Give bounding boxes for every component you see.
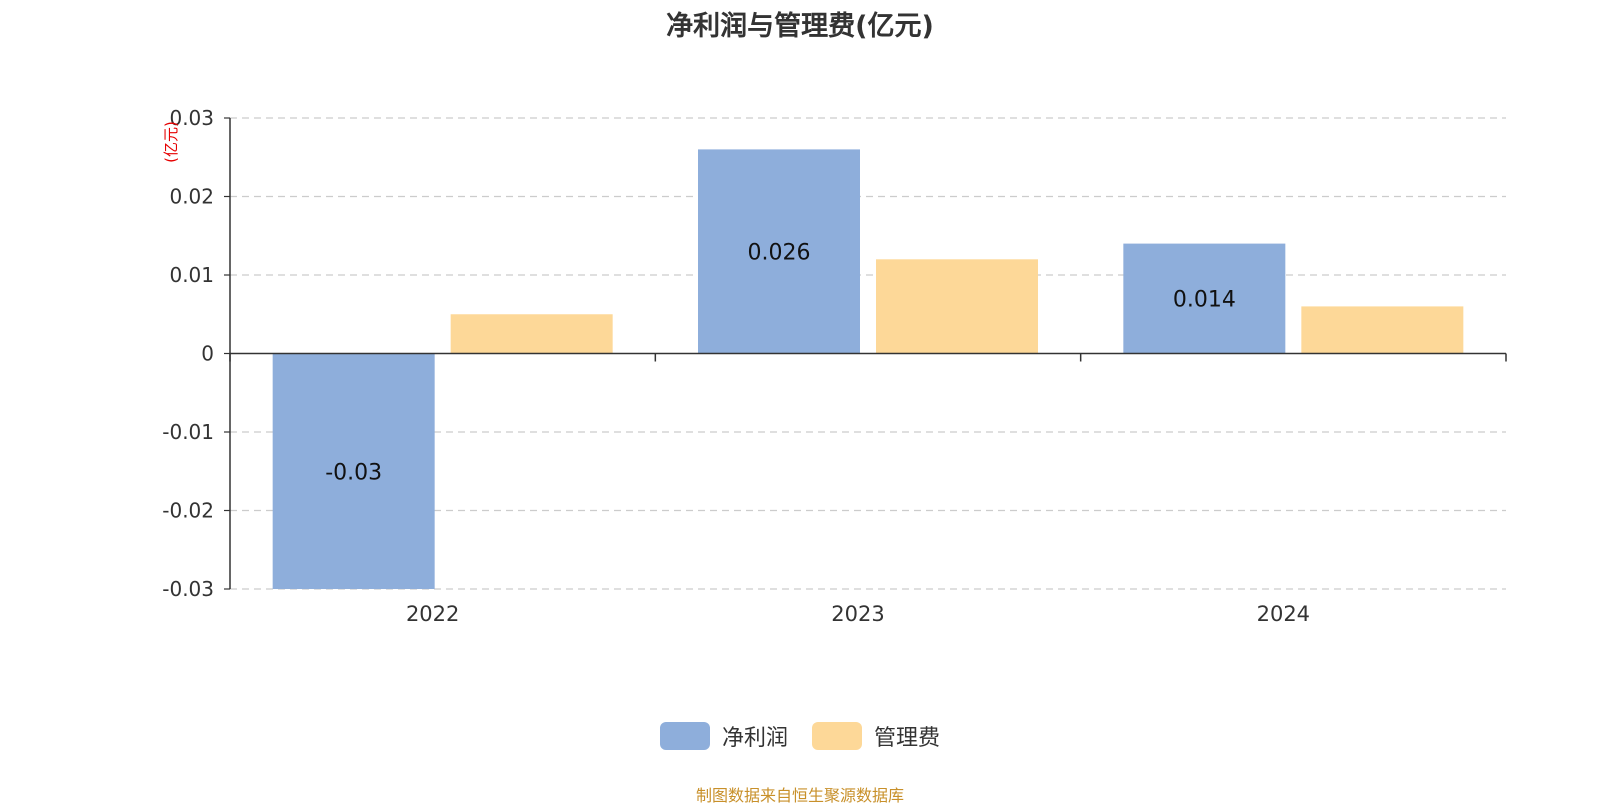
x-tick-label: 2023 — [831, 602, 884, 626]
y-tick-label: 0.03 — [169, 106, 214, 130]
data-label: 0.014 — [1173, 288, 1236, 313]
data-label: 0.026 — [748, 240, 811, 265]
y-axis-label: (亿元) — [162, 121, 180, 163]
legend: 净利润 管理费 — [0, 720, 1600, 752]
legend-swatch-admin-fee — [812, 722, 862, 750]
bar — [698, 149, 860, 354]
y-tick-label: -0.01 — [162, 420, 214, 444]
data-label: -0.03 — [325, 460, 382, 485]
legend-item-net-profit[interactable]: 净利润 — [659, 720, 788, 752]
legend-swatch-net-profit — [659, 722, 710, 750]
bar — [1301, 306, 1464, 354]
x-tick-label: 2022 — [406, 602, 459, 626]
legend-label-admin-fee: 管理费 — [874, 726, 941, 751]
chart-title: 净利润与管理费(亿元) — [666, 11, 934, 42]
source-note: 制图数据来自恒生聚源数据库 — [695, 786, 904, 805]
x-tick-label: 2024 — [1257, 602, 1310, 626]
y-tick-label: 0.02 — [169, 185, 214, 209]
y-tick-label: 0.01 — [169, 263, 214, 287]
y-tick-label: -0.03 — [162, 577, 214, 601]
bar — [272, 353, 435, 589]
bar — [876, 259, 1038, 354]
legend-item-admin-fee[interactable]: 管理费 — [812, 720, 940, 752]
bar — [1123, 243, 1286, 354]
bar — [450, 314, 613, 354]
legend-label-net-profit: 净利润 — [721, 726, 788, 751]
y-tick-label: -0.02 — [162, 499, 214, 523]
y-tick-label: 0 — [201, 342, 214, 366]
